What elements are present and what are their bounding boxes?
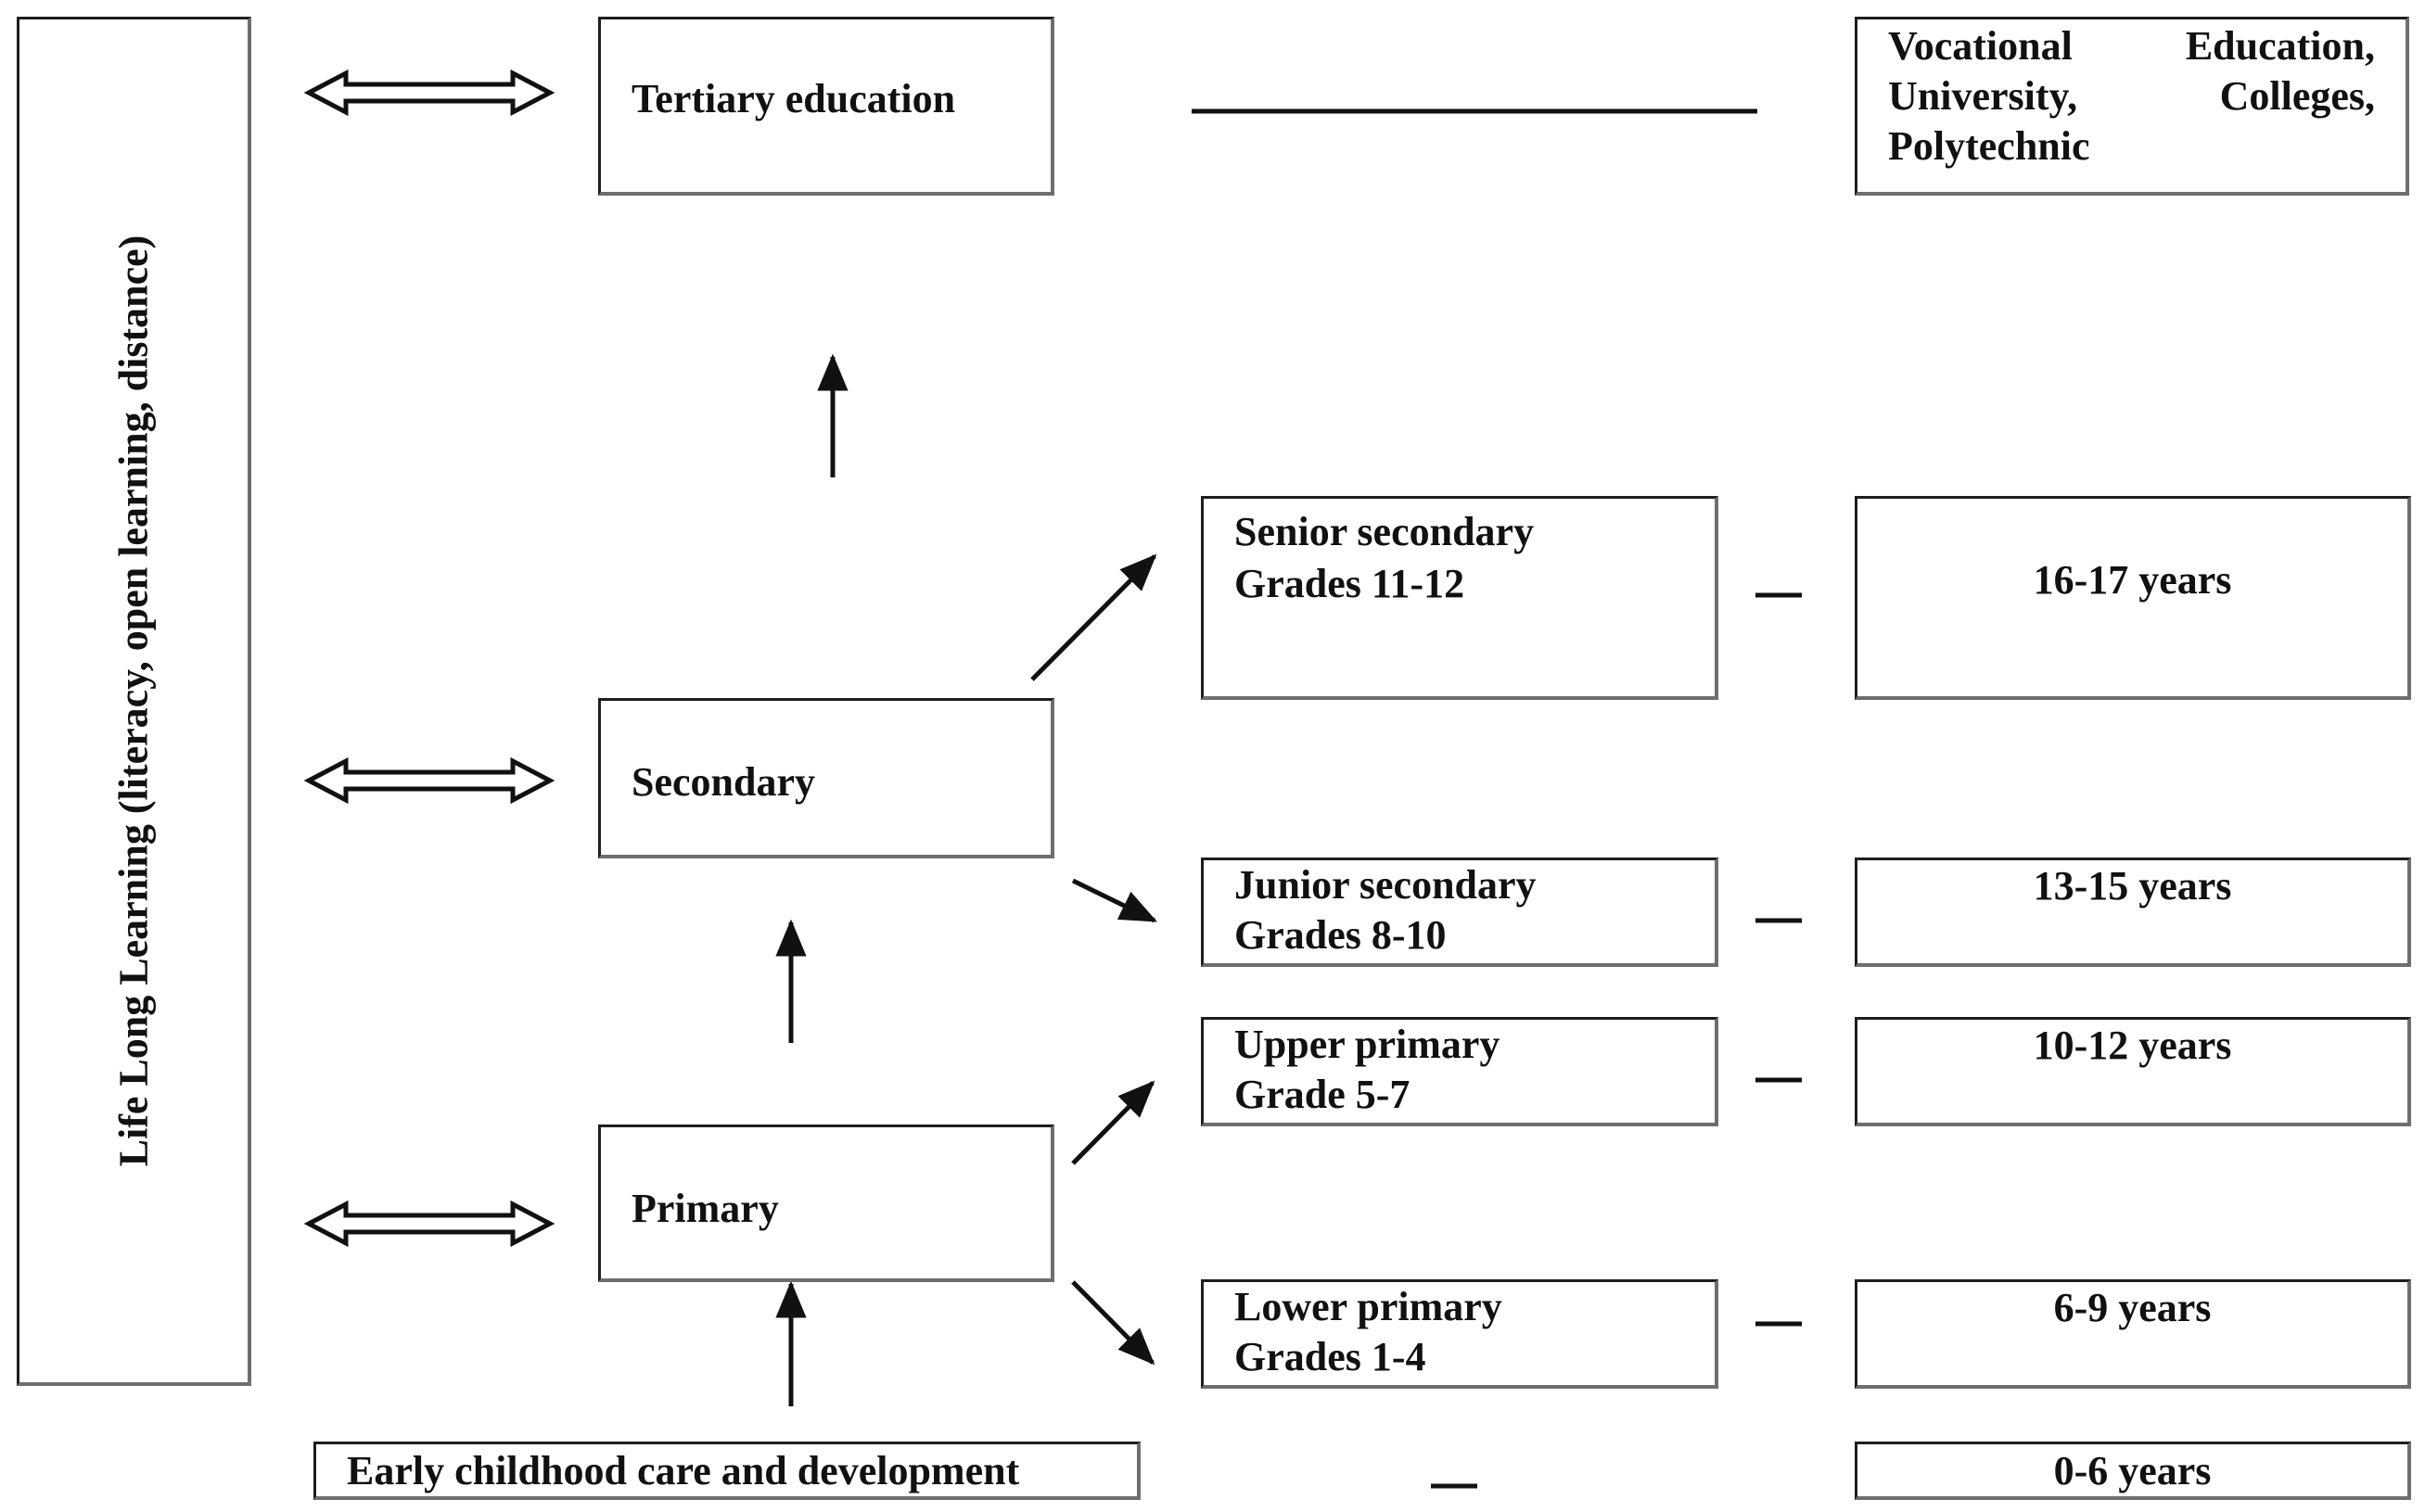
- tertiary-education-label: Tertiary education: [632, 76, 956, 121]
- stage-name: Upper primary: [1234, 1022, 1500, 1067]
- arrow-icon: [1071, 1280, 1155, 1366]
- tertiary-education-box: Tertiary education: [598, 17, 1054, 196]
- tertiary-desc-vocational: Vocational: [1888, 23, 2073, 69]
- age-range: 6-9 years: [2053, 1285, 2212, 1330]
- arrow-icon: [1030, 553, 1157, 681]
- double-arrow-icon: [303, 1200, 555, 1248]
- age-range: 13-15 years: [2033, 863, 2232, 908]
- stage-name: Junior secondary: [1234, 862, 1537, 908]
- double-arrow-icon: [303, 69, 555, 117]
- early-childhood-label: Early childhood care and development: [347, 1448, 1020, 1493]
- stage-name: Senior secondary: [1234, 509, 1535, 554]
- ages-junior-secondary-box: 13-15 years: [1855, 858, 2411, 967]
- secondary-box: Secondary: [598, 698, 1054, 858]
- age-range: 0-6 years: [2053, 1448, 2212, 1493]
- stage-grades: Grade 5-7: [1234, 1072, 1410, 1117]
- primary-box: Primary: [598, 1124, 1054, 1282]
- tertiary-desc-education: Education,: [2185, 23, 2375, 69]
- primary-label: Primary: [632, 1186, 779, 1231]
- lower-primary-box: Lower primary Grades 1-4: [1201, 1279, 1718, 1389]
- tertiary-desc-polytechnic: Polytechnic: [1888, 123, 2090, 169]
- stage-grades: Grades 11-12: [1234, 561, 1465, 606]
- early-childhood-box: Early childhood care and development: [313, 1442, 1141, 1500]
- age-range: 16-17 years: [2033, 557, 2232, 603]
- stage-grades: Grades 8-10: [1234, 912, 1447, 958]
- senior-secondary-box: Senior secondary Grades 11-12: [1201, 496, 1718, 700]
- age-range: 10-12 years: [2033, 1023, 2232, 1068]
- ages-senior-secondary-box: 16-17 years: [1855, 496, 2411, 700]
- ages-early-childhood-box: 0-6 years: [1855, 1442, 2411, 1500]
- junior-secondary-box: Junior secondary Grades 8-10: [1201, 858, 1718, 967]
- tertiary-description-line2: University, Colleges,: [1888, 71, 2375, 121]
- arrow-icon: [1071, 878, 1157, 923]
- lifelong-learning-label: Life Long Learning (literacy, open learn…: [110, 235, 157, 1167]
- ages-upper-primary-box: 10-12 years: [1855, 1017, 2411, 1126]
- stage-name: Lower primary: [1234, 1284, 1502, 1329]
- tertiary-desc-colleges: Colleges,: [2219, 73, 2375, 119]
- upper-primary-box: Upper primary Grade 5-7: [1201, 1017, 1718, 1126]
- ages-lower-primary-box: 6-9 years: [1855, 1279, 2411, 1389]
- lifelong-learning-box: Life Long Learning (literacy, open learn…: [17, 17, 251, 1386]
- tertiary-desc-university: University,: [1888, 73, 2078, 119]
- double-arrow-icon: [303, 756, 555, 805]
- secondary-label: Secondary: [632, 759, 815, 805]
- tertiary-description-box: Vocational Education, University, Colleg…: [1855, 17, 2409, 196]
- stage-grades: Grades 1-4: [1234, 1334, 1426, 1379]
- tertiary-description-line1: Vocational Education,: [1888, 21, 2375, 71]
- arrow-icon: [1071, 1080, 1155, 1165]
